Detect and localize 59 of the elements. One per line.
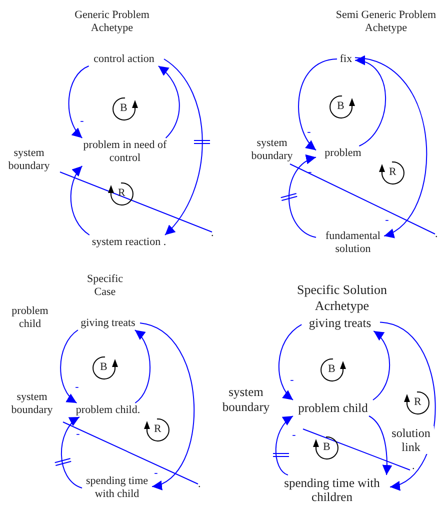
- arrow: [372, 330, 390, 400]
- edge-label: -: [289, 375, 295, 386]
- side-label: system boundary: [7, 146, 51, 174]
- loop-label: R: [154, 424, 162, 435]
- variable-label: spending time with children: [274, 475, 390, 505]
- variable-label: fundamental solution: [316, 229, 390, 257]
- variable-label: control action: [84, 52, 164, 66]
- arrow: [288, 156, 316, 238]
- loop-label: B: [328, 364, 336, 375]
- side-label: system boundary: [221, 385, 271, 415]
- arrow: [134, 330, 150, 404]
- side-label: system boundary: [250, 136, 294, 164]
- arrow: [275, 416, 294, 476]
- arrow: [298, 58, 338, 151]
- variable-label: problem child.: [74, 403, 142, 417]
- loop-label: R: [118, 188, 126, 199]
- arrow: [164, 58, 203, 236]
- arrow: [158, 66, 180, 138]
- variable-label: spending time with child: [82, 474, 152, 502]
- edge-label: -: [291, 430, 297, 441]
- edge-label: -: [306, 127, 312, 138]
- loop-label: B: [120, 103, 128, 114]
- variable-label: fix: [337, 52, 355, 66]
- panel-title: Generic Problem Achetype: [74, 8, 150, 36]
- variable-label: problem child: [293, 400, 373, 416]
- variable-label: giving treats: [300, 315, 380, 331]
- edge-label: -: [75, 429, 81, 440]
- arrow: [368, 416, 392, 476]
- loop-label: R: [389, 167, 396, 178]
- side-label: problem child: [10, 304, 50, 332]
- arrow: [68, 66, 90, 138]
- loop-label: B: [323, 442, 330, 453]
- arrow: [278, 324, 302, 400]
- boundary-end-mark: .: [211, 228, 214, 239]
- boundary-end-mark: .: [412, 461, 415, 472]
- variable-label: problem in need of control: [74, 138, 176, 166]
- edge-label: -: [153, 468, 159, 479]
- arrow: [354, 56, 386, 146]
- loop-label: B: [337, 101, 344, 112]
- arrow: [70, 166, 90, 236]
- variable-label: problem: [316, 146, 370, 160]
- boundary-end-mark: .: [198, 479, 201, 490]
- edge-label: -: [384, 215, 390, 226]
- edge-label: -: [307, 167, 313, 178]
- boundary-end-mark: .: [435, 229, 438, 240]
- arrow: [354, 57, 427, 236]
- loop-label: R: [414, 397, 422, 408]
- edge-label: -: [74, 382, 80, 393]
- arrow: [60, 416, 82, 488]
- variable-label: system reaction .: [84, 235, 174, 249]
- loop-label: B: [100, 362, 108, 373]
- panel-title: Specific Case: [86, 272, 124, 300]
- variable-label: giving treats: [76, 316, 140, 330]
- panel-title: Semi Generic Problem Achetype: [334, 8, 438, 36]
- side-label: system boundary: [10, 390, 54, 418]
- edge-label: -: [79, 116, 85, 127]
- arrow: [60, 330, 78, 404]
- arrow: [140, 322, 194, 488]
- panel-title: Specific Solution Acrhetype: [296, 282, 388, 314]
